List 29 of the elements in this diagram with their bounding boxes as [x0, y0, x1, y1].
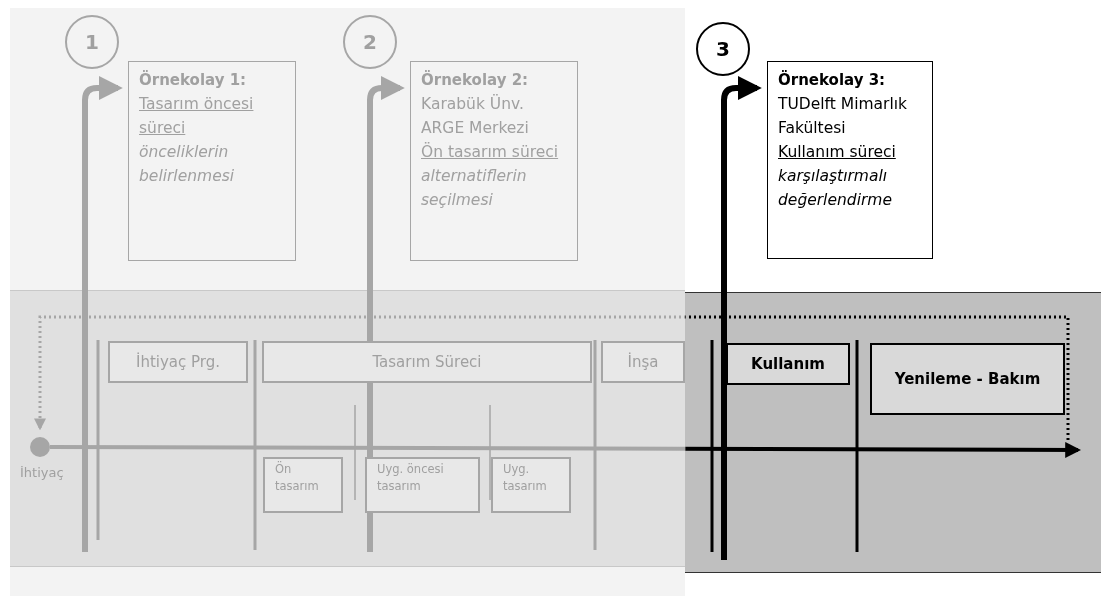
case-text: Karabük Ünv. ARGE Merkezi	[421, 93, 530, 139]
arrow	[34, 315, 1070, 440]
case-study-box	[767, 61, 933, 259]
phase-box: İhtiyaç Prg.	[108, 341, 248, 383]
case-text: TUDelft Mimarlık Fakültesi	[778, 94, 909, 139]
arrow	[82, 76, 123, 552]
case-text: alternatiflerin seçilmesi	[421, 166, 528, 211]
number-circle: 2	[343, 15, 397, 69]
case-text: Ön tasarım süreci	[421, 141, 560, 163]
case-title: Örnekolay 1:	[139, 69, 248, 91]
number-circle: 3	[696, 22, 750, 76]
case-study-box	[128, 61, 296, 261]
subphase-box: Uyg. öncesi tasarım	[365, 457, 480, 513]
case-text: karşılaştırmalı değerlendirme	[778, 166, 893, 211]
subphase-box: Uyg. tasarım	[491, 457, 571, 513]
arrow	[50, 441, 1082, 458]
case-study-box	[410, 61, 578, 261]
number-circle: 1	[65, 15, 119, 69]
phase-box: Yenileme - Bakım	[870, 343, 1065, 415]
case-text: önceliklerin belirlenmesi	[139, 142, 236, 187]
phase-box: Kullanım	[726, 343, 850, 385]
start-label: İhtiyaç	[20, 465, 64, 480]
case-title: Örnekolay 2:	[421, 69, 530, 91]
arrow	[721, 76, 762, 560]
case-title: Örnekolay 3:	[778, 69, 887, 91]
subphase-box: Ön tasarım	[263, 457, 343, 513]
case-text: Kullanım süreci	[778, 142, 897, 163]
phase-box: Tasarım Süreci	[262, 341, 592, 383]
phase-box: İnşa	[601, 341, 685, 383]
